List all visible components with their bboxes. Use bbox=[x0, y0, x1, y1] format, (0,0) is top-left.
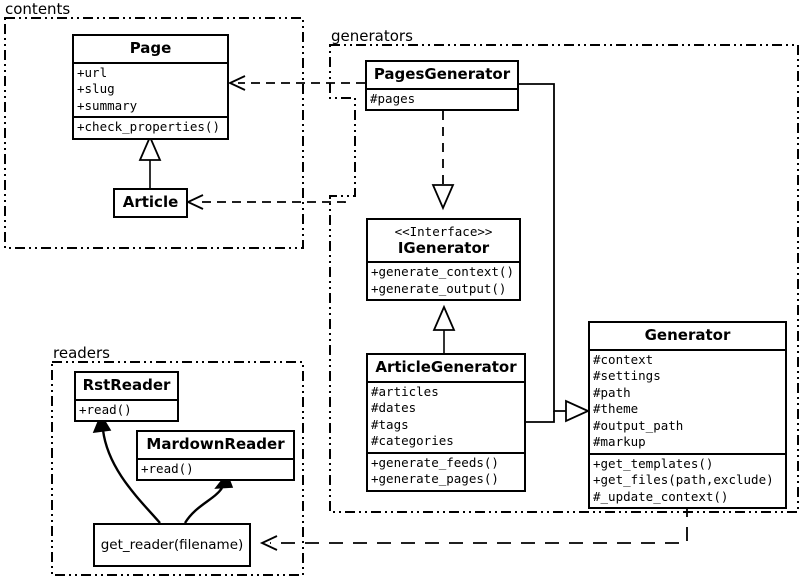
class-article-generator[interactable]: ArticleGenerator #articles #dates #tags … bbox=[366, 353, 526, 492]
method: +read() bbox=[79, 401, 132, 417]
class-rst-reader-title: RstReader bbox=[82, 376, 171, 394]
class-pages-generator[interactable]: PagesGenerator #pages bbox=[365, 60, 519, 112]
class-article-title: Article bbox=[122, 193, 179, 211]
method: +get_templates() bbox=[593, 455, 714, 471]
attribute: #path bbox=[593, 384, 631, 400]
method: +generate_pages() bbox=[371, 471, 499, 487]
class-page[interactable]: Page +url +slug +summary +check_properti… bbox=[72, 34, 229, 140]
method: +generate_context() bbox=[371, 264, 514, 280]
class-page-attributes: +url +slug +summary bbox=[74, 61, 227, 117]
attribute: #context bbox=[593, 351, 654, 367]
class-article[interactable]: Article bbox=[113, 188, 188, 218]
class-page-methods: +check_properties() bbox=[74, 116, 227, 138]
generalization-arrowhead-generator bbox=[565, 399, 591, 423]
class-rst-reader[interactable]: RstReader +read() bbox=[74, 371, 179, 423]
realization-arrowhead-igenerator-top bbox=[431, 184, 455, 211]
class-pages-generator-title: PagesGenerator bbox=[373, 65, 511, 83]
class-article-generator-attributes: #articles #dates #tags #categories bbox=[368, 380, 524, 452]
method: +read() bbox=[141, 460, 194, 476]
package-label-readers: readers bbox=[53, 344, 110, 362]
attribute: #pages bbox=[370, 90, 416, 106]
class-igenerator[interactable]: <<Interface>> IGenerator +generate_conte… bbox=[366, 218, 521, 302]
method: +check_properties() bbox=[77, 119, 220, 135]
class-mardown-reader-methods: +read() bbox=[138, 457, 293, 480]
attribute: #articles bbox=[371, 383, 439, 399]
function-get-reader[interactable]: get_reader(filename) bbox=[93, 523, 251, 567]
attribute: #output_path bbox=[593, 417, 684, 433]
create-arrow-getreader-to-mardownreader bbox=[183, 487, 223, 524]
class-article-generator-methods: +generate_feeds() +generate_pages() bbox=[368, 451, 524, 490]
dependency-arrowhead-getreader bbox=[259, 535, 278, 551]
generalization-arrowhead-igenerator-bottom bbox=[432, 304, 456, 331]
package-label-generators: generators bbox=[331, 27, 413, 45]
class-pages-generator-attributes: #pages bbox=[367, 87, 517, 110]
class-igenerator-header: <<Interface>> IGenerator bbox=[368, 220, 519, 261]
class-page-title: Page bbox=[129, 39, 172, 57]
class-generator-title: Generator bbox=[644, 326, 731, 344]
class-igenerator-methods: +generate_context() +generate_output() bbox=[368, 261, 519, 299]
generalization-articlegenerator-to-generator bbox=[526, 411, 555, 423]
attribute: #categories bbox=[371, 433, 454, 449]
class-rst-reader-methods: +read() bbox=[76, 398, 177, 421]
class-igenerator-stereotype: <<Interface>> bbox=[394, 224, 493, 239]
attribute: +slug bbox=[77, 81, 115, 97]
attribute: +url bbox=[77, 64, 108, 80]
class-igenerator-title: IGenerator bbox=[397, 238, 490, 257]
attribute: #dates bbox=[371, 400, 417, 416]
class-generator-methods: +get_templates() +get_files(path,exclude… bbox=[590, 452, 785, 508]
method: +get_files(path,exclude) bbox=[593, 472, 774, 488]
class-article-generator-title: ArticleGenerator bbox=[375, 358, 517, 376]
method: +generate_output() bbox=[371, 280, 507, 296]
dependency-arrowhead-article bbox=[185, 194, 204, 210]
method: #_update_context() bbox=[593, 488, 729, 504]
class-generator[interactable]: Generator #context #settings #path #them… bbox=[588, 321, 787, 510]
class-generator-attributes: #context #settings #path #theme #output_… bbox=[590, 348, 785, 453]
attribute: #settings bbox=[593, 368, 661, 384]
class-mardown-reader[interactable]: MardownReader +read() bbox=[136, 430, 295, 482]
attribute: #theme bbox=[593, 401, 639, 417]
method: +generate_feeds() bbox=[371, 454, 499, 470]
function-get-reader-label: get_reader(filename) bbox=[100, 537, 244, 553]
dependency-arrowhead-page bbox=[227, 75, 246, 91]
class-mardown-reader-title: MardownReader bbox=[146, 435, 285, 453]
package-label-contents: contents bbox=[5, 0, 71, 18]
generalization-pagesgenerator-to-generator bbox=[519, 83, 568, 412]
generalization-arrowhead-page bbox=[138, 134, 162, 161]
attribute: #markup bbox=[593, 434, 646, 450]
attribute: +summary bbox=[77, 97, 138, 113]
dependency-articlegenerator-to-article bbox=[196, 201, 346, 203]
attribute: #tags bbox=[371, 416, 409, 432]
